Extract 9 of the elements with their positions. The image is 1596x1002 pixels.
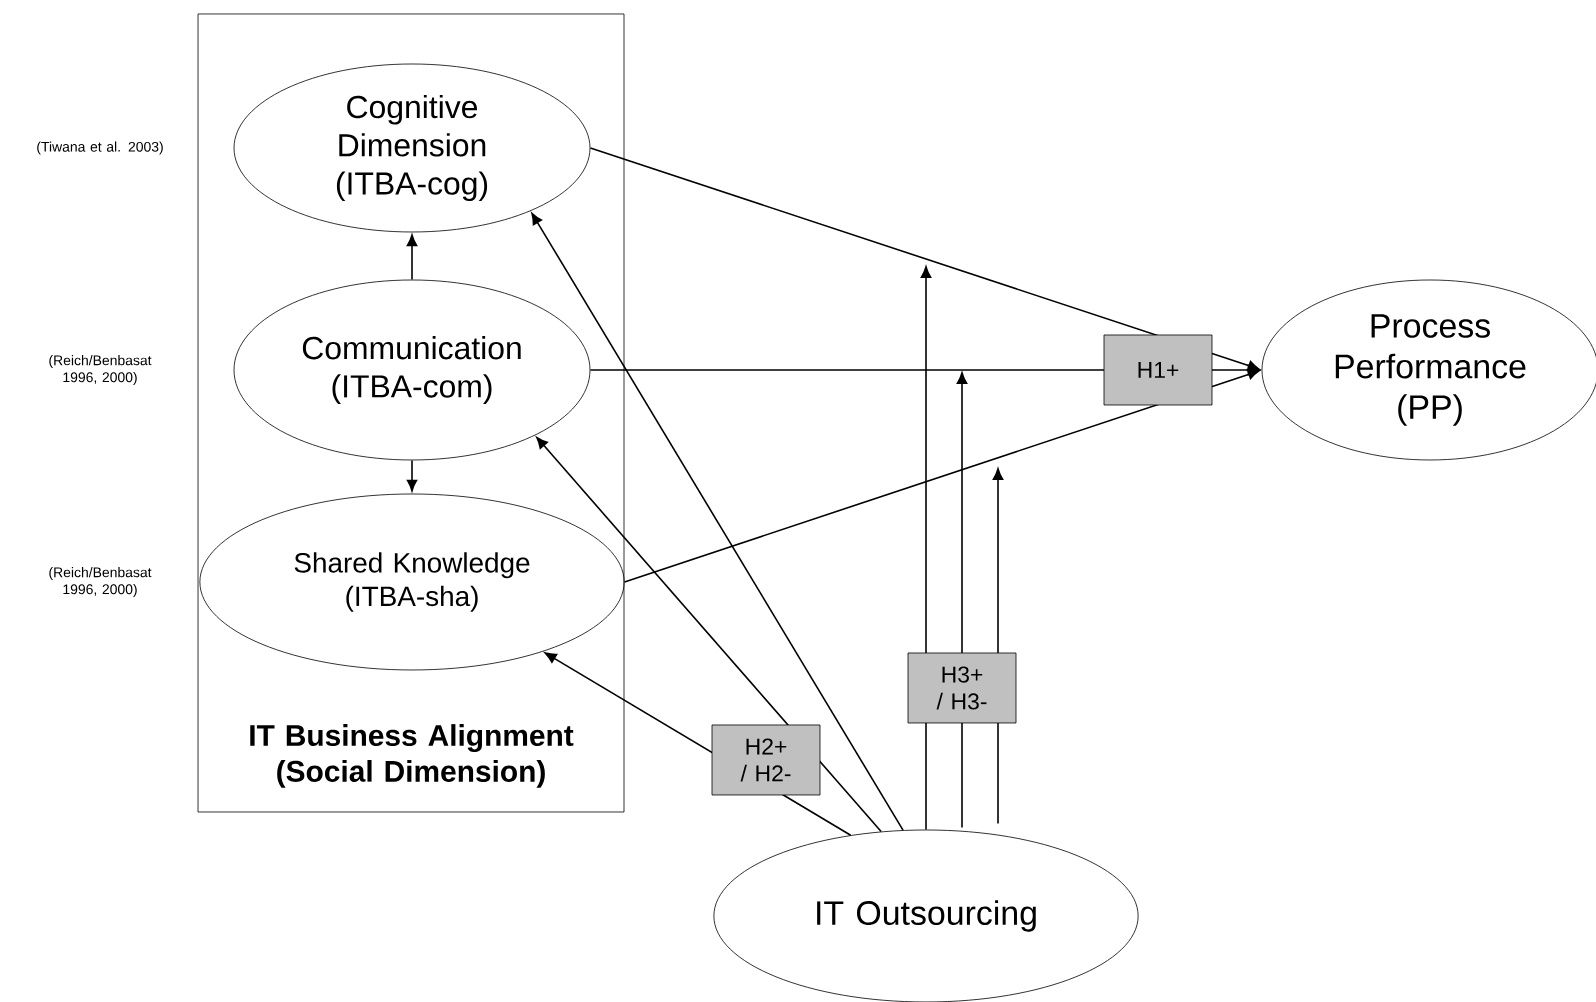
hypothesis-label: H2+ / H2- <box>711 724 821 796</box>
hypothesis-label: H1+ <box>1103 334 1213 406</box>
hypothesis-label: H3+ / H3- <box>907 652 1017 724</box>
arrow <box>531 212 904 831</box>
arrow <box>536 436 882 833</box>
arrow <box>589 147 1260 371</box>
arrow <box>406 459 418 492</box>
arrow <box>623 369 1260 583</box>
arrow <box>406 234 418 281</box>
